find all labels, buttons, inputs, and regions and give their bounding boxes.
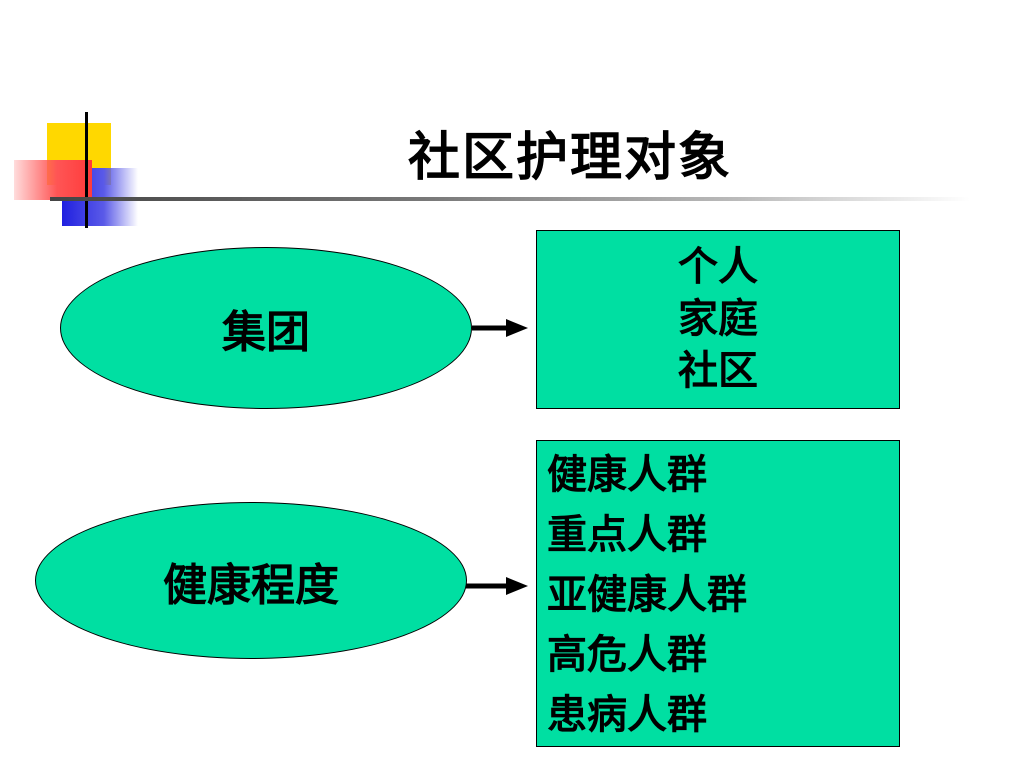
logo-red-bar xyxy=(14,160,92,200)
ellipse-group: 集团 xyxy=(60,247,472,409)
health-level-item: 患病人群 xyxy=(547,692,707,738)
ellipse-health-level: 健康程度 xyxy=(35,502,467,659)
arrow-right-icon xyxy=(466,577,528,595)
ellipse-group-label: 集团 xyxy=(222,307,310,358)
group-item: 个人 xyxy=(678,244,758,290)
health-level-item: 健康人群 xyxy=(547,452,707,498)
group-item: 家庭 xyxy=(678,296,758,342)
arrow-right-icon xyxy=(472,319,528,337)
health-level-item: 高危人群 xyxy=(547,632,707,678)
health-level-item: 重点人群 xyxy=(547,512,707,558)
health-level-items-box: 健康人群 重点人群 亚健康人群 高危人群 患病人群 xyxy=(536,440,900,747)
logo-vertical-line xyxy=(85,112,88,228)
title-underline xyxy=(50,197,970,201)
slide-title: 社区护理对象 xyxy=(407,128,732,188)
ellipse-health-level-label: 健康程度 xyxy=(163,559,339,611)
health-level-item: 亚健康人群 xyxy=(547,572,747,618)
group-items-box: 个人 家庭 社区 xyxy=(536,230,900,409)
group-item: 社区 xyxy=(678,348,758,394)
